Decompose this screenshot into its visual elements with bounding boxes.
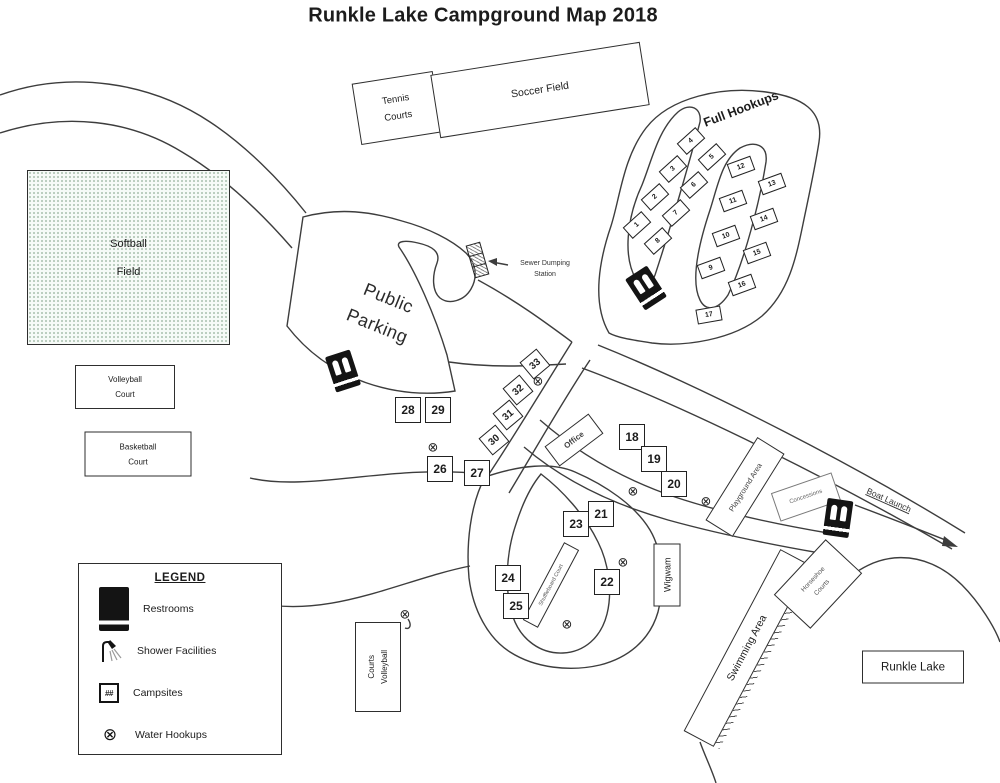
- full-hookups-inner-loop: [627, 106, 701, 289]
- entrance-road: [0, 81, 307, 214]
- campsite-26: 26: [427, 456, 453, 482]
- water-hookup-icon: ⊗: [399, 607, 411, 623]
- water-hookup-icon: ⊗: [627, 484, 639, 500]
- water-hookup-icon: ⊗: [700, 494, 712, 510]
- trail: [251, 565, 471, 608]
- road: [448, 361, 567, 367]
- campsite-18: 18: [619, 424, 645, 450]
- restroom-sign-icon: [822, 497, 854, 539]
- legend-row-water: ⊗ Water Hookups: [79, 714, 281, 756]
- office-road: [523, 446, 821, 554]
- campsite-21: 21: [588, 501, 614, 527]
- water-hookup-icon: ⊗: [617, 555, 629, 571]
- road: [477, 279, 573, 343]
- legend-row-restrooms: Restrooms: [79, 587, 281, 631]
- volleyball-court: Volleyball Court: [75, 365, 175, 409]
- campsite-23: 23: [563, 511, 589, 537]
- legend: LEGEND Restrooms Shower Facilities ## Ca…: [78, 563, 282, 755]
- runkle-lake-label: Runkle Lake: [862, 650, 964, 684]
- entrance-road: [0, 120, 293, 249]
- legend-title: LEGEND: [154, 572, 206, 584]
- volleyball-courts-south: Courts Volleyball: [355, 622, 401, 712]
- campsite-25: 25: [503, 593, 529, 619]
- softball-field: Softball Field: [27, 170, 230, 345]
- campsite-22: 22: [594, 569, 620, 595]
- road: [486, 341, 573, 478]
- sewer-pointer-arrowhead: [488, 258, 497, 266]
- full-hookups-loop: [598, 89, 821, 345]
- boat-launch-arrow-line: [854, 504, 949, 542]
- campsite-27: 27: [464, 460, 490, 486]
- campsite-20: 20: [661, 471, 687, 497]
- campsite-29: 29: [425, 397, 451, 423]
- campsite-19: 19: [641, 446, 667, 472]
- road: [508, 359, 591, 494]
- campsite-24: 24: [495, 565, 521, 591]
- full-hookups-inner-loop: [695, 143, 767, 309]
- water-hookup-icon: ⊗: [532, 374, 544, 390]
- restroom-sign-icon: [99, 587, 129, 631]
- campsite-loop-inner: [506, 473, 611, 654]
- parking-outline: [286, 210, 476, 394]
- shower-icon: [102, 640, 122, 662]
- sewer-dumping-station-label: Sewer Dumping Station: [520, 260, 570, 278]
- map-title: Runkle Lake Campground Map 2018: [308, 4, 658, 27]
- campsite-28: 28: [395, 397, 421, 423]
- water-hookup-icon: ⊗: [102, 725, 118, 745]
- basketball-court: Basketball Court: [84, 431, 192, 477]
- water-hookup-tail: [404, 618, 411, 630]
- wigwam: Wigwam: [653, 543, 681, 607]
- water-hookup-icon: ⊗: [427, 440, 439, 456]
- campsite-icon: ##: [99, 683, 119, 703]
- boat-launch-road: [597, 344, 966, 534]
- lake-shore: [837, 557, 1000, 643]
- legend-row-showers: Shower Facilities: [79, 630, 281, 672]
- campsite-loop-outer: [467, 465, 663, 670]
- water-hookup-icon: ⊗: [561, 617, 573, 633]
- lake-shore: [699, 741, 717, 783]
- tennis-courts: Tennis Courts: [351, 70, 443, 146]
- boat-launch-arrowhead: [942, 536, 958, 547]
- legend-row-campsites: ## Campsites: [79, 672, 281, 714]
